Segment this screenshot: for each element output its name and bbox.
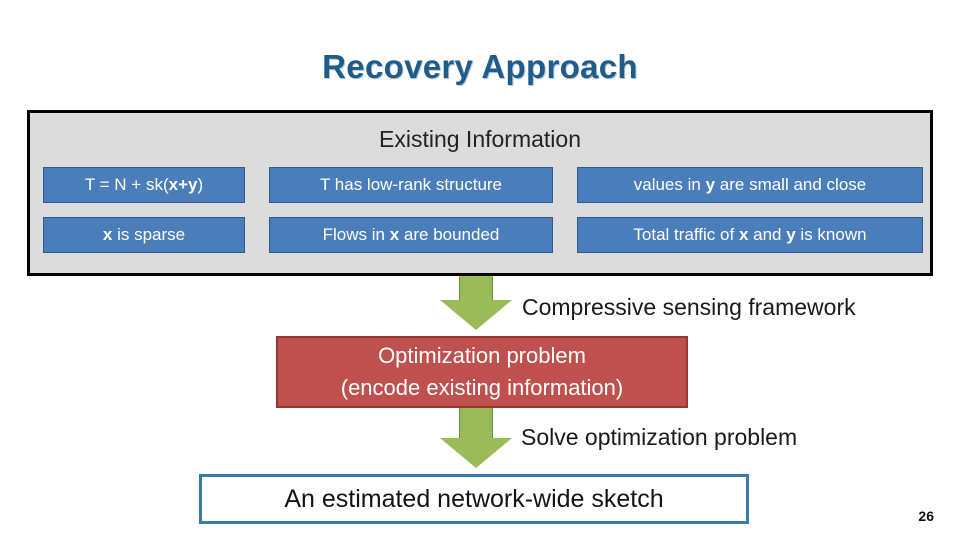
- optimization-problem-line1: Optimization problem: [378, 343, 586, 369]
- arrow-head: [440, 438, 512, 468]
- info-chip-row-1: T = N + sk(x+y) T has low-rank structure…: [30, 167, 930, 203]
- info-chip-row-2: x is sparse Flows in x are bounded Total…: [30, 217, 930, 253]
- caption-compressive-sensing: Compressive sensing framework: [522, 294, 856, 320]
- chip-text-bold: x: [389, 225, 400, 244]
- result-box-label: An estimated network-wide sketch: [284, 484, 664, 513]
- chip-text-prefix: values in: [633, 175, 706, 194]
- optimization-problem-line2: (encode existing information): [340, 375, 624, 400]
- down-arrow-icon-2: [440, 406, 512, 468]
- optimization-problem-box: Optimization problem (encode existing in…: [276, 336, 688, 408]
- chip-text-bold-2: y: [786, 225, 796, 244]
- chip-low-rank: T has low-rank structure: [269, 167, 553, 203]
- arrow-head: [440, 300, 512, 330]
- chip-text-bold: y: [705, 175, 716, 194]
- existing-information-panel: Existing Information T = N + sk(x+y) T h…: [27, 110, 933, 276]
- chip-T-equation: T = N + sk(x+y): [43, 167, 245, 203]
- page-number: 26: [918, 508, 934, 524]
- chip-flows-bounded: Flows in x are bounded: [269, 217, 553, 253]
- caption-solve-optimization: Solve optimization problem: [521, 424, 798, 450]
- chip-text-bold: x+y: [168, 175, 198, 194]
- chip-text-prefix: Total traffic of: [633, 225, 739, 244]
- existing-information-heading: Existing Information: [379, 126, 581, 152]
- chip-text-prefix: T has low-rank structure: [319, 175, 503, 194]
- chip-text-tail: is known: [795, 225, 867, 244]
- result-box: An estimated network-wide sketch: [199, 474, 749, 524]
- chip-x-sparse: x is sparse: [43, 217, 245, 253]
- chip-text-suffix: and: [748, 225, 787, 244]
- arrow-shaft: [459, 276, 493, 300]
- arrow-shaft: [459, 406, 493, 438]
- chip-text-suffix: is sparse: [112, 225, 186, 244]
- chip-text-suffix: ): [197, 175, 204, 194]
- page-title: Recovery Approach: [322, 48, 638, 85]
- chip-text-bold: x: [738, 225, 749, 244]
- chip-total-traffic: Total traffic of x and y is known: [577, 217, 923, 253]
- chip-text-bold: x: [102, 225, 113, 244]
- down-arrow-icon-1: [440, 276, 512, 330]
- chip-values-small: values in y are small and close: [577, 167, 923, 203]
- chip-text-prefix: Flows in: [322, 225, 390, 244]
- chip-text-prefix: T = N + sk(: [84, 175, 169, 194]
- chip-text-suffix: are bounded: [399, 225, 500, 244]
- chip-text-suffix: are small and close: [715, 175, 867, 194]
